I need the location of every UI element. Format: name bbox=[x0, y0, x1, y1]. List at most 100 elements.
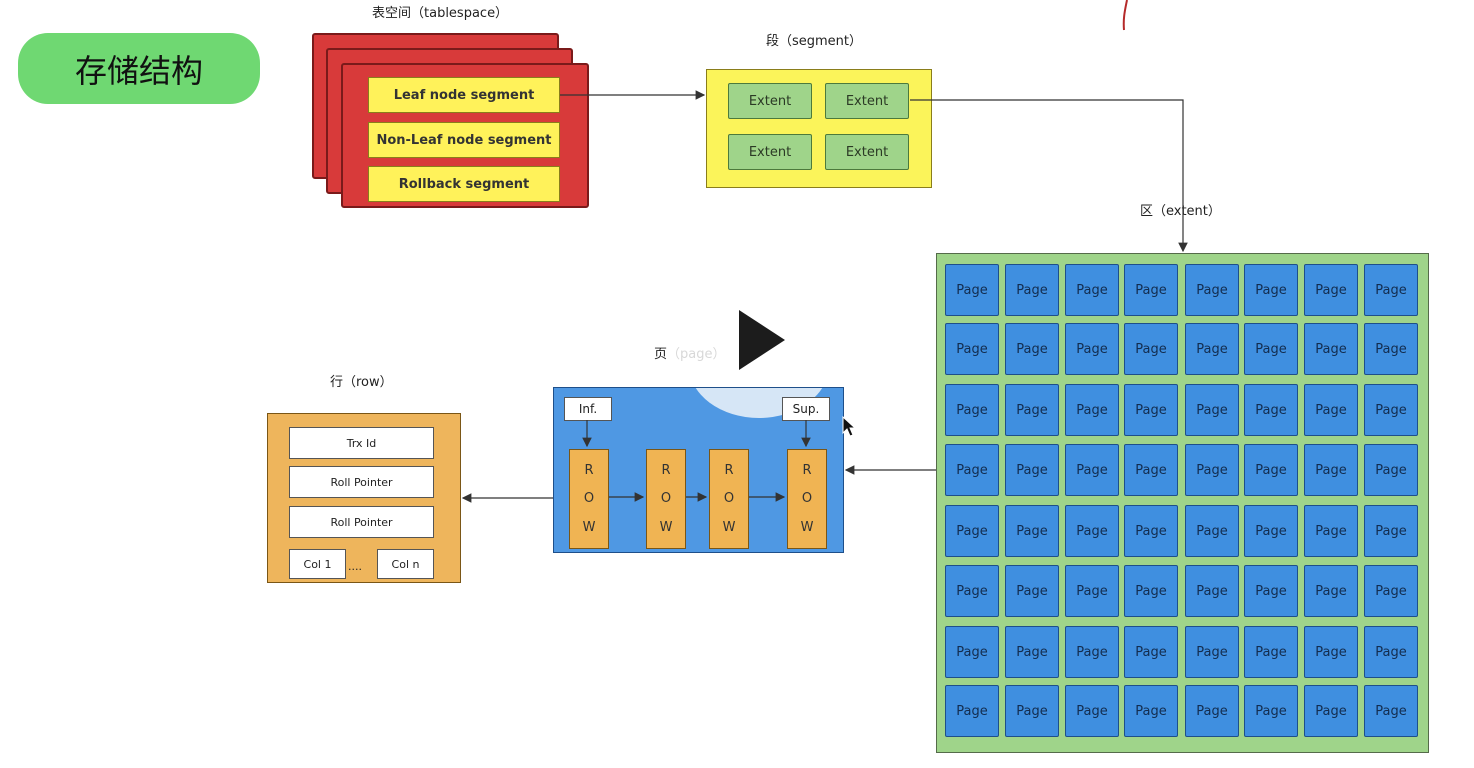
row-letter: R bbox=[724, 462, 734, 478]
page-cell: Page bbox=[1364, 264, 1418, 316]
page-cell: Page bbox=[1304, 444, 1358, 496]
row-letter: W bbox=[659, 520, 673, 536]
page-cell: Page bbox=[945, 444, 999, 496]
page-cell: Page bbox=[1304, 264, 1358, 316]
page-cell: Page bbox=[945, 264, 999, 316]
page-cell: Page bbox=[1304, 565, 1358, 617]
tablespace-label: 表空间（tablespace） bbox=[372, 6, 509, 21]
page-cell: Page bbox=[1304, 626, 1358, 678]
page-cell: Page bbox=[945, 565, 999, 617]
extent-box: Extent bbox=[825, 134, 909, 170]
page-cell: Page bbox=[945, 685, 999, 737]
row-letter: O bbox=[583, 491, 595, 507]
title-pill: 存储结构 bbox=[18, 33, 260, 104]
row-record: R O W bbox=[646, 449, 686, 549]
page-cell: Page bbox=[945, 626, 999, 678]
extent-label: 区（extent） bbox=[1140, 204, 1221, 219]
page-cell: Page bbox=[1065, 565, 1119, 617]
col-1-field: Col 1 bbox=[289, 549, 346, 579]
page-cell: Page bbox=[1304, 323, 1358, 375]
trx-id-field: Trx Id bbox=[289, 427, 434, 459]
page-cell: Page bbox=[1005, 323, 1059, 375]
page-cell: Page bbox=[1364, 565, 1418, 617]
row-record: R O W bbox=[787, 449, 827, 549]
page-cell: Page bbox=[1364, 384, 1418, 436]
page-cell: Page bbox=[1185, 323, 1239, 375]
page-cell: Page bbox=[1005, 685, 1059, 737]
row-letter: O bbox=[660, 491, 672, 507]
leaf-node-segment: Leaf node segment bbox=[368, 77, 560, 113]
row-record: R O W bbox=[709, 449, 749, 549]
page-cell: Page bbox=[1244, 685, 1298, 737]
page-cell: Page bbox=[1005, 565, 1059, 617]
row-letter: O bbox=[723, 491, 735, 507]
segment-label: 段（segment） bbox=[766, 34, 863, 49]
page-label-cn: 页 bbox=[654, 347, 668, 362]
page-cell: Page bbox=[1244, 626, 1298, 678]
page-cell: Page bbox=[1065, 505, 1119, 557]
page-cell: Page bbox=[1005, 384, 1059, 436]
page-cell: Page bbox=[1065, 264, 1119, 316]
page-cell: Page bbox=[1364, 626, 1418, 678]
page-cell: Page bbox=[1124, 444, 1178, 496]
page-cell: Page bbox=[1185, 505, 1239, 557]
rollback-segment: Rollback segment bbox=[368, 166, 560, 202]
page-cell: Page bbox=[1185, 685, 1239, 737]
page-cell: Page bbox=[1244, 323, 1298, 375]
row-label: 行（row） bbox=[330, 375, 393, 390]
roll-pointer-field: Roll Pointer bbox=[289, 506, 434, 538]
page-cell: Page bbox=[1244, 565, 1298, 617]
non-leaf-node-segment: Non-Leaf node segment bbox=[368, 122, 560, 158]
page-cell: Page bbox=[1364, 444, 1418, 496]
page-cell: Page bbox=[1304, 685, 1358, 737]
row-letter: R bbox=[584, 462, 594, 478]
page-cell: Page bbox=[1185, 565, 1239, 617]
extent-box: Extent bbox=[825, 83, 909, 119]
page-cell: Page bbox=[1244, 264, 1298, 316]
row-letter: W bbox=[800, 520, 814, 536]
row-letter: W bbox=[582, 520, 596, 536]
page-cell: Page bbox=[1005, 444, 1059, 496]
page-cell: Page bbox=[1124, 565, 1178, 617]
page-cell: Page bbox=[1124, 505, 1178, 557]
col-n-field: Col n bbox=[377, 549, 434, 579]
page-cell: Page bbox=[1005, 505, 1059, 557]
page-cell: Page bbox=[945, 323, 999, 375]
infimum-record: Inf. bbox=[564, 397, 612, 421]
page-cell: Page bbox=[945, 384, 999, 436]
row-record: R O W bbox=[569, 449, 609, 549]
page-cell: Page bbox=[1364, 323, 1418, 375]
extent-box: Extent bbox=[728, 83, 812, 119]
page-cell: Page bbox=[1005, 626, 1059, 678]
page-cell: Page bbox=[1304, 384, 1358, 436]
page-cell: Page bbox=[1124, 323, 1178, 375]
page-cell: Page bbox=[1065, 444, 1119, 496]
row-letter: R bbox=[661, 462, 671, 478]
page-cell: Page bbox=[1065, 626, 1119, 678]
page-cell: Page bbox=[945, 505, 999, 557]
page-cell: Page bbox=[1244, 384, 1298, 436]
mouse-cursor-icon bbox=[842, 416, 856, 437]
row-letter: R bbox=[802, 462, 812, 478]
pen-stroke-icon bbox=[1122, 0, 1128, 31]
page-box: Inf. Sup. R O W R O W R O W R O W bbox=[553, 387, 844, 553]
page-cell: Page bbox=[1124, 264, 1178, 316]
page-cell: Page bbox=[1244, 505, 1298, 557]
page-cell: Page bbox=[1124, 685, 1178, 737]
page-cell: Page bbox=[1185, 626, 1239, 678]
page-cell: Page bbox=[1304, 505, 1358, 557]
page-title: 存储结构 bbox=[74, 51, 203, 90]
page-label: 页（page） bbox=[654, 343, 725, 362]
row-letter: O bbox=[801, 491, 813, 507]
play-icon[interactable] bbox=[735, 308, 790, 372]
page-cell: Page bbox=[1364, 685, 1418, 737]
roll-pointer-field: Roll Pointer bbox=[289, 466, 434, 498]
extent-box: Extent bbox=[728, 134, 812, 170]
page-cell: Page bbox=[1244, 444, 1298, 496]
page-cell: Page bbox=[1124, 626, 1178, 678]
page-cell: Page bbox=[1065, 685, 1119, 737]
page-cell: Page bbox=[1124, 384, 1178, 436]
page-cell: Page bbox=[1185, 264, 1239, 316]
